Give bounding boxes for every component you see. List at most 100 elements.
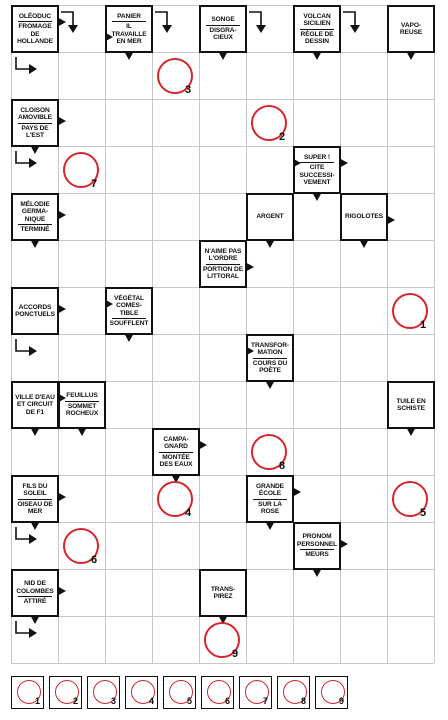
circle-cell-number: 5 (420, 507, 427, 519)
clue-text: OLÉODUC (18, 12, 52, 20)
answer-box[interactable]: 6 (201, 676, 234, 709)
circle-cell-marker (63, 152, 99, 188)
arrow-down-icon (30, 616, 39, 624)
clue-separator (17, 498, 53, 500)
clue-cell-super: SUPER ! CITE SUCCESSI-VEMENT (293, 146, 341, 194)
answer-box-number: 8 (300, 696, 306, 706)
answer-circle-marker (55, 680, 79, 704)
clue-separator (111, 21, 147, 23)
arrow-down-icon (265, 240, 274, 248)
clue-cell-nid: NID DE COLOMBES ATTIRÉ (11, 569, 59, 617)
arrow-down-icon (218, 52, 227, 60)
arrow-down-icon (124, 334, 133, 342)
clue-separator (158, 451, 194, 453)
circle-cell-marker (157, 481, 193, 517)
answer-box[interactable]: 3 (87, 676, 120, 709)
clue-separator (299, 162, 335, 164)
answer-box[interactable]: 5 (163, 676, 196, 709)
answer-box-number: 4 (148, 696, 154, 706)
clue-separator (299, 28, 335, 30)
clue-text: SUPER ! (303, 153, 331, 161)
arrow-right-icon (340, 159, 348, 168)
answer-circle-marker (283, 680, 307, 704)
arrow-right-icon (246, 347, 254, 356)
clue-text: DISGRA-CIEUX (209, 26, 237, 42)
answer-box[interactable]: 2 (49, 676, 82, 709)
circle-cell-marker (63, 528, 99, 564)
clue-separator (64, 400, 100, 402)
arrow-right-icon (293, 488, 301, 497)
arrow-down-right-icon (15, 527, 37, 544)
circle-cell-marker (251, 105, 287, 141)
arrow-right-down-icon (61, 11, 78, 33)
grid-line (11, 663, 434, 664)
answer-box-number: 3 (110, 696, 116, 706)
clue-text: FROMAGE DE HOLLANDE (17, 23, 53, 45)
circle-cell-number: 4 (185, 507, 192, 519)
clue-separator (252, 498, 288, 500)
clue-text: N'AIME PAS L'ORDRE (204, 247, 242, 263)
clue-text: OISEAU DE MER (17, 500, 53, 515)
clue-text: RIGOLOTES (345, 213, 383, 221)
arrow-right-icon (58, 394, 66, 403)
arrow-down-icon (218, 616, 227, 624)
arrow-down-icon (77, 428, 86, 436)
answer-box[interactable]: 4 (125, 676, 158, 709)
grid-line (11, 522, 434, 523)
clue-cell-vapo: VAPO-REUSE (387, 5, 435, 53)
answer-box[interactable]: 8 (277, 676, 310, 709)
answer-circle-marker (131, 680, 155, 704)
clue-text: CLOISON AMOVIBLE (17, 106, 52, 122)
grid-line (11, 193, 434, 194)
arrow-right-icon (105, 300, 113, 309)
clue-text: CAMPA-GNARD (163, 435, 189, 451)
arrow-right-icon (58, 211, 66, 220)
clue-text: VOLCAN SICILIEN (303, 12, 331, 28)
clue-text: MONTÉE DES EAUX (159, 453, 193, 468)
arrow-down-icon (359, 240, 368, 248)
clue-separator (17, 122, 53, 124)
answer-circle-marker (207, 680, 231, 704)
arrow-right-down-icon (155, 11, 172, 33)
clue-text: MÉLODIE GERMA-NIQUE (20, 200, 50, 223)
clue-text: MEURS (305, 551, 329, 559)
arrow-right-icon (58, 117, 66, 126)
clue-cell-tuile: TUILE EN SCHISTE (387, 381, 435, 429)
clue-text: SUR LA ROSE (258, 500, 282, 515)
clue-cell-oleoduc: OLÉODUC FROMAGE DE HOLLANDE (11, 5, 59, 53)
clue-text: IL TRAVAILLE EN MER (111, 23, 147, 45)
arrow-right-icon (387, 215, 395, 224)
clue-text: PORTION DE LITTORAL (202, 265, 244, 280)
grid-line (11, 99, 434, 100)
answer-box[interactable]: 1 (11, 676, 44, 709)
arrow-right-icon (340, 540, 348, 549)
arrow-down-right-icon (15, 151, 37, 168)
grid-line (11, 334, 434, 335)
arrow-down-icon (312, 193, 321, 201)
clue-text: ATTIRÉ (23, 598, 47, 606)
arrow-down-right-icon (15, 339, 37, 356)
arrow-right-icon (293, 159, 301, 168)
clue-text: NID DE COLOMBES (16, 580, 54, 595)
clue-text: TRANSFOR-MATION (251, 341, 289, 357)
arrow-right-down-icon (249, 11, 266, 33)
clue-cell-transpirez: TRANS-PIREZ (199, 569, 247, 617)
answer-box[interactable]: 7 (239, 676, 272, 709)
circle-cell-marker (251, 434, 287, 470)
clue-text: SOMMET ROCHEUX (65, 402, 99, 418)
answer-box-number: 2 (72, 696, 78, 706)
arrow-down-icon (312, 52, 321, 60)
arrow-right-icon (58, 18, 66, 27)
clue-text: VÉGÉTAL COMES-TIBLE (114, 294, 144, 317)
arrow-down-icon (30, 146, 39, 154)
arrow-down-icon (406, 52, 415, 60)
clue-cell-argent: ARGENT (246, 193, 294, 241)
clue-text: CITE SUCCESSI-VEMENT (299, 164, 335, 186)
answer-box[interactable]: 9 (315, 676, 348, 709)
